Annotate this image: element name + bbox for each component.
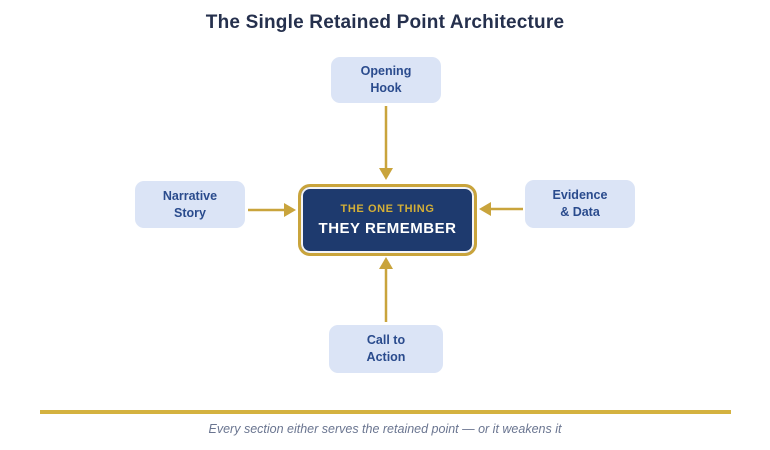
node-opening-hook: Opening Hook: [331, 57, 441, 103]
arrow-down-icon: [379, 106, 393, 180]
node-label-line: Story: [174, 205, 206, 220]
arrow-left-icon: [479, 202, 523, 216]
page-title: The Single Retained Point Architecture: [205, 12, 565, 33]
node-evidence-data: Evidence & Data: [525, 180, 635, 228]
arrow-up-icon: [379, 257, 393, 322]
node-label-line: & Data: [560, 205, 600, 219]
node-label-line: Call to: [366, 333, 406, 348]
node-narrative-story: Narrative Story: [135, 181, 245, 228]
node-label-line: Evidence: [552, 188, 608, 203]
node-label-line: Hook: [370, 81, 402, 95]
footer-caption: Every section either serves the retained…: [208, 422, 562, 436]
node-label-line: Action: [366, 350, 406, 364]
center-box-main-text: THEY REMEMBER: [318, 220, 457, 237]
center-box-eyebrow: THE ONE THING: [340, 203, 435, 215]
node-call-to-action: Call to Action: [329, 325, 443, 373]
node-label-line: Narrative: [162, 188, 218, 203]
node-the-one-thing: THE ONE THING THEY REMEMBER: [298, 184, 477, 256]
arrow-right-icon: [248, 203, 296, 217]
gold-divider: [40, 410, 731, 414]
node-label-line: Opening: [360, 64, 412, 79]
